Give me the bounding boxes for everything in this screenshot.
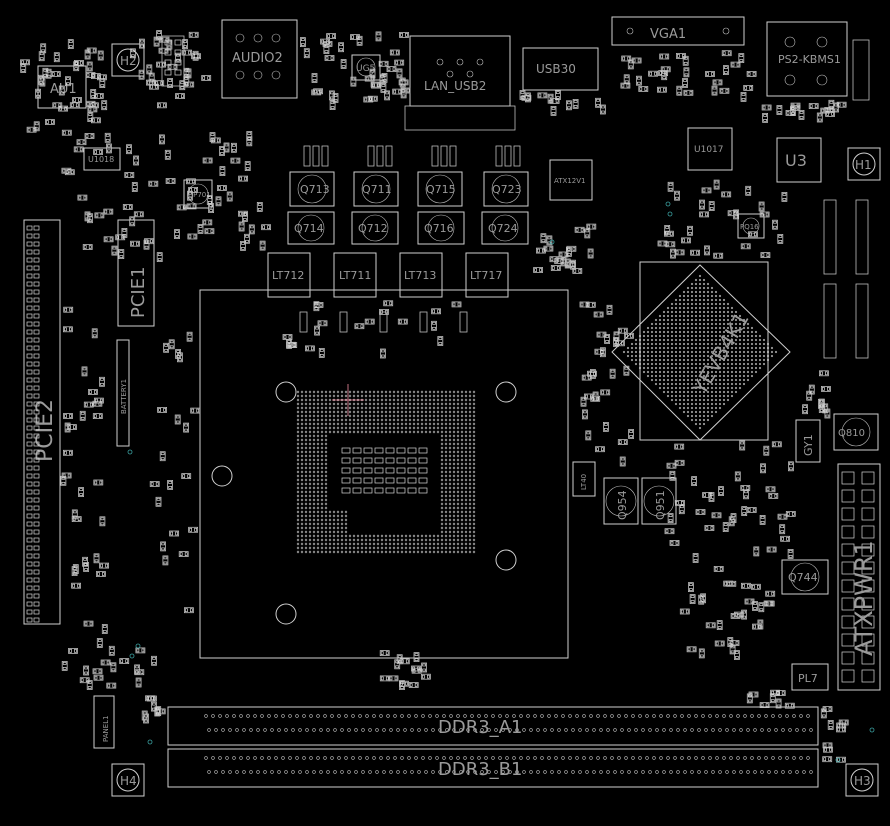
ddr-a1-label: DDR3_A1 [438, 717, 522, 738]
q714-mosfet: Q714 [287, 211, 335, 245]
q714-label: Q714 [294, 222, 324, 235]
mount-hole-h3: H3 [845, 763, 879, 797]
vga1-connector: VGA1 [611, 16, 745, 46]
u1018-label: U1018 [88, 155, 114, 164]
u1017-chip: U1017 [687, 127, 733, 171]
right-vertical-headers [823, 199, 869, 359]
battery1-label: BATTERY1 [120, 379, 128, 414]
u3-chip: U3 [776, 137, 822, 183]
lt712-inductor: LT712 [267, 252, 311, 298]
q711-mosfet: Q711 [353, 171, 399, 207]
pl7-inductor: PL7 [791, 663, 829, 691]
vga1-label: VGA1 [650, 27, 686, 42]
lt713-inductor: LT713 [399, 252, 443, 298]
h4-label: H4 [120, 774, 137, 788]
chipset-bga: YEVB4K1 [611, 261, 791, 441]
pcie1-slot: PCIE1 [117, 219, 155, 327]
ps2-kbms1-connector: PS2-KBMS1 [766, 21, 848, 97]
ddr3-a1-slot: DDR3_A1 [167, 706, 819, 746]
q712-mosfet: Q712 [351, 211, 399, 245]
up701-label: UP701 [188, 191, 211, 199]
battery1: BATTERY1 [116, 339, 130, 447]
q744-mosfet: Q744 [781, 559, 829, 595]
lt40-label: LT40 [580, 474, 588, 490]
q712-label: Q712 [358, 222, 388, 235]
lt717-inductor: LT717 [465, 252, 509, 298]
usb3-connector: USB30 [522, 47, 599, 91]
q954-label: Q954 [616, 490, 629, 520]
vias [127, 201, 875, 763]
audio2-label: AUDIO2 [232, 51, 283, 66]
pq16-label: PQ16 [740, 223, 759, 231]
gy1-label: GY1 [802, 434, 815, 456]
lt711-label: LT711 [339, 269, 371, 282]
pcie1-label: PCIE1 [128, 266, 149, 318]
mount-hole-h4: H4 [111, 763, 145, 797]
u1017-label: U1017 [694, 145, 724, 155]
q713-label: Q713 [300, 183, 330, 196]
mount-hole-h1: H1 [847, 147, 881, 181]
h3-label: H3 [854, 774, 871, 788]
ug5-label: UG5 [356, 64, 375, 74]
q716-mosfet: Q716 [417, 211, 465, 245]
q716-label: Q716 [424, 222, 454, 235]
pq16-chip: PQ16 [737, 213, 765, 239]
q713-mosfet: Q713 [289, 171, 335, 207]
h1-label: H1 [855, 158, 872, 172]
q954-mosfet: Q954 [603, 477, 639, 525]
ddr-b1-label: DDR3_B1 [438, 759, 522, 780]
lt717-label: LT717 [470, 269, 502, 282]
q951-label: Q951 [654, 490, 667, 520]
lan-usb2-connector: LAN_USB2 [404, 35, 516, 131]
q724-label: Q724 [488, 222, 518, 235]
q711-label: Q711 [362, 183, 392, 196]
q715-label: Q715 [426, 183, 456, 196]
atxpwr1-connector: ATXPWR1 [837, 463, 881, 691]
q810-label: Q810 [838, 428, 865, 439]
lt713-label: LT713 [404, 269, 436, 282]
usb3-label: USB30 [536, 62, 576, 76]
gy1-crystal: GY1 [795, 419, 821, 463]
cpu-socket [199, 289, 569, 659]
panel1-header: PANEL1 [93, 695, 115, 749]
atx12v-connector: ATX12V1 [549, 159, 593, 201]
q723-mosfet: Q723 [483, 171, 529, 207]
ps2-label: PS2-KBMS1 [778, 53, 841, 66]
lt40-inductor: LT40 [572, 461, 596, 497]
q724-mosfet: Q724 [481, 211, 529, 245]
panel-label: PANEL1 [102, 715, 110, 742]
q951-mosfet: Q951 [641, 477, 677, 525]
pcie2-label: PCIE2 [33, 399, 58, 462]
u1018-chip: U1018 [83, 147, 121, 171]
lan-usb2-label: LAN_USB2 [424, 79, 486, 93]
atx12v-label: ATX12V1 [554, 177, 585, 185]
pcie2-slot: PCIE2 [23, 219, 61, 625]
q810-mosfet: Q810 [833, 413, 879, 451]
up701-chip: UP701 [183, 179, 213, 209]
lt711-inductor: LT711 [333, 252, 377, 298]
ddr3-b1-slot: DDR3_B1 [167, 748, 819, 788]
q723-label: Q723 [492, 183, 522, 196]
pl7-label: PL7 [798, 672, 818, 685]
q744-label: Q744 [788, 571, 818, 584]
lt712-label: LT712 [272, 269, 304, 282]
atxpwr-label: ATXPWR1 [850, 540, 878, 656]
q715-mosfet: Q715 [417, 171, 463, 207]
u3-label: U3 [785, 151, 807, 170]
audio2-jack: AUDIO2 [221, 19, 298, 99]
smd-components [20, 30, 849, 763]
bga-label: YEVB4K1 [687, 308, 754, 400]
header-top-right [852, 39, 870, 101]
